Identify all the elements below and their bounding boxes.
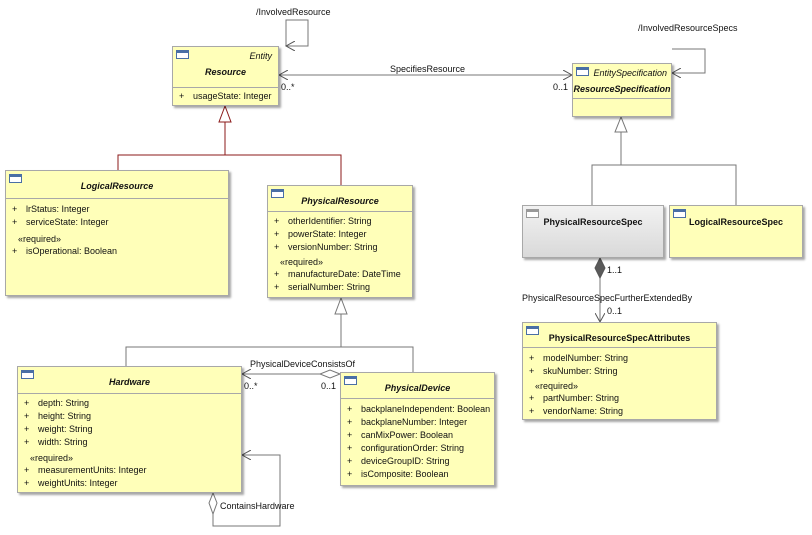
attribute-row: +isComposite: Boolean	[347, 469, 449, 479]
class-physical-device-header: PhysicalDevice	[341, 373, 494, 399]
attribute-row: +height: String	[24, 411, 92, 421]
multiplicity-physical-device: 0..1	[321, 381, 337, 391]
class-prs-attributes-header: PhysicalResourceSpecAttributes	[523, 323, 716, 348]
class-logical-resource[interactable]: LogicalResource +lrStatus: Integer +serv…	[5, 170, 229, 296]
class-name: PhysicalDevice	[384, 383, 451, 393]
involved-resource-self-association	[285, 19, 309, 47]
attribute-row: +modelNumber: String	[529, 353, 629, 363]
class-name: ResourceSpecification	[573, 84, 671, 94]
class-resource[interactable]: Entity Resource +usageState: Integer	[172, 46, 279, 106]
multiplicity-resource: 0..*	[281, 82, 295, 92]
class-resource-header: Entity Resource	[173, 47, 278, 88]
attribute-row: +powerState: Integer	[274, 229, 367, 239]
class-physical-device[interactable]: PhysicalDevice +backplaneIndependent: Bo…	[340, 372, 495, 486]
device-consists-of-label: PhysicalDeviceConsistsOf	[250, 359, 356, 369]
attribute-row: +isOperational: Boolean	[12, 246, 118, 256]
class-physical-resource-header: PhysicalResource	[268, 186, 412, 212]
attribute-row: +weight: String	[24, 424, 93, 434]
attribute-row: +versionNumber: String	[274, 242, 378, 252]
involved-resource-specs-self-association	[672, 48, 706, 73]
attribute-row: +depth: String	[24, 398, 90, 408]
attribute-row: +serviceState: Integer	[12, 217, 109, 227]
attribute-row: +vendorName: String	[529, 406, 624, 416]
multiplicity-one-one: 1..1	[607, 265, 623, 275]
class-icon	[526, 326, 539, 335]
class-icon	[344, 376, 357, 385]
class-name: Hardware	[108, 377, 151, 387]
attribute-row: +lrStatus: Integer	[12, 204, 90, 214]
attribute-row: +weightUnits: Integer	[24, 478, 118, 488]
attribute-row: +backplaneNumber: Integer	[347, 417, 468, 427]
class-physical-resource-spec[interactable]: PhysicalResourceSpec	[522, 205, 664, 258]
contains-hardware-label: ContainsHardware	[220, 501, 295, 511]
class-name: Resource	[204, 67, 247, 77]
multiplicity-resource-spec: 0..1	[553, 82, 569, 92]
class-icon	[526, 209, 539, 218]
involved-resource-label: /InvolvedResource	[256, 7, 331, 17]
attribute-row: +serialNumber: String	[274, 282, 371, 292]
attribute-group-label: «required»	[18, 234, 62, 244]
class-name: PhysicalResourceSpecAttributes	[548, 333, 691, 343]
class-name: PhysicalResourceSpec	[543, 217, 643, 227]
class-name: LogicalResource	[80, 181, 154, 191]
attribute-group-label: «required»	[280, 257, 324, 267]
contains-hardware-self-aggregation	[212, 455, 281, 527]
class-hardware-header: Hardware	[18, 367, 241, 394]
attribute-row: +configurationOrder: String	[347, 443, 465, 453]
class-physical-resource-spec-attributes[interactable]: PhysicalResourceSpecAttributes +modelNum…	[522, 322, 717, 420]
attribute-row: +backplaneIndependent: Boolean	[347, 404, 491, 414]
class-icon	[176, 50, 189, 59]
attribute-row: +skuNumber: String	[529, 366, 618, 376]
attribute-row: +partNumber: String	[529, 393, 620, 403]
class-icon	[21, 370, 34, 379]
resource-generalization	[117, 122, 342, 185]
attribute-row: +usageState: Integer	[179, 91, 272, 101]
class-logical-resource-header: LogicalResource	[6, 171, 228, 199]
further-extended-by-label: PhysicalResourceSpecFurtherExtendedBy	[522, 293, 693, 303]
class-icon	[576, 67, 589, 76]
class-resource-specification[interactable]: EntitySpecification ResourceSpecificatio…	[572, 63, 672, 117]
physical-resource-generalization	[125, 314, 414, 372]
class-icon	[673, 209, 686, 218]
attribute-group-label: «required»	[30, 453, 74, 463]
attribute-row: +width: String	[24, 437, 88, 447]
class-hardware[interactable]: Hardware +depth: String +height: String …	[17, 366, 242, 493]
resource-spec-generalization	[591, 132, 737, 205]
attribute-row: +measurementUnits: Integer	[24, 465, 147, 475]
specifies-resource-label: SpecifiesResource	[390, 64, 466, 74]
attribute-row: +deviceGroupID: String	[347, 456, 450, 466]
class-resource-specification-header: EntitySpecification ResourceSpecificatio…	[573, 64, 671, 99]
multiplicity-hardware: 0..*	[244, 381, 258, 391]
multiplicity-spec-attributes: 0..1	[607, 306, 623, 316]
involved-resource-specs-label: /InvolvedResourceSpecs	[638, 23, 738, 33]
class-name: PhysicalResource	[301, 196, 379, 206]
class-icon	[271, 189, 284, 198]
class-physical-resource[interactable]: PhysicalResource +otherIdentifier: Strin…	[267, 185, 413, 298]
attribute-row: +manufactureDate: DateTime	[274, 269, 401, 279]
attribute-group-label: «required»	[535, 381, 579, 391]
attribute-row: +otherIdentifier: String	[274, 216, 372, 226]
class-stereotype: Entity	[249, 51, 272, 61]
class-icon	[9, 174, 22, 183]
class-stereotype: EntitySpecification	[593, 68, 667, 78]
attribute-row: +canMixPower: Boolean	[347, 430, 454, 440]
class-name: LogicalResourceSpec	[688, 217, 784, 227]
class-logical-resource-spec[interactable]: LogicalResourceSpec	[669, 205, 803, 258]
